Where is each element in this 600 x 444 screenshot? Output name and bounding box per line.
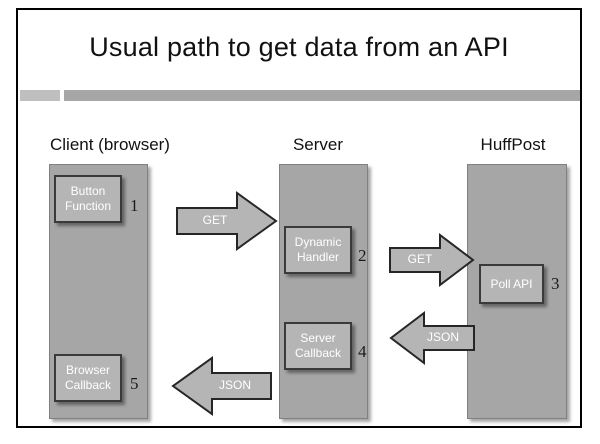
- node-button-function-line2: Function: [64, 199, 112, 213]
- arrow-get-client-to-server-label: GET: [202, 213, 228, 227]
- node-browser-callback-line1: Browser: [65, 363, 110, 377]
- title-rule-left-segment: [20, 90, 60, 101]
- step-number-1: 1: [130, 196, 139, 215]
- lane-label-huffpost: HuffPost: [480, 135, 546, 154]
- node-server-callback-line2: Callback: [294, 346, 342, 360]
- node-button-function[interactable]: Button Function: [54, 175, 122, 223]
- step-number-3: 3: [551, 274, 560, 293]
- slide-frame: Usual path to get data from an API Clien…: [16, 8, 582, 428]
- slide-title: Usual path to get data from an API: [89, 32, 509, 62]
- step-number-4: 4: [358, 342, 367, 361]
- arrow-json-huffpost-to-server: JSON: [388, 310, 476, 366]
- lane-label-client: Client (browser): [50, 135, 170, 154]
- arrow-get-server-to-huffpost: GET: [388, 232, 476, 288]
- arrow-json-server-to-client: JSON: [170, 355, 274, 417]
- lane-column-server: [279, 164, 368, 419]
- node-server-callback[interactable]: Server Callback: [284, 322, 352, 370]
- node-server-callback-line1: Server: [300, 331, 336, 345]
- arrow-json-server-to-client-label: JSON: [218, 378, 251, 392]
- node-browser-callback-line2: Callback: [64, 378, 112, 392]
- node-poll-api-line1: Poll API: [490, 276, 533, 291]
- arrow-json-huffpost-to-server-label: JSON: [426, 330, 459, 344]
- step-number-2: 2: [358, 246, 367, 265]
- arrow-get-client-to-server: GET: [175, 190, 279, 252]
- node-dynamic-handler-line2: Handler: [296, 250, 340, 264]
- node-dynamic-handler-line1: Dynamic: [294, 235, 342, 249]
- step-number-5: 5: [130, 374, 139, 393]
- node-dynamic-handler[interactable]: Dynamic Handler: [284, 226, 352, 274]
- node-browser-callback[interactable]: Browser Callback: [54, 354, 122, 402]
- node-poll-api[interactable]: Poll API: [479, 264, 544, 304]
- node-button-function-line1: Button: [70, 184, 106, 198]
- arrow-get-server-to-huffpost-label: GET: [407, 252, 433, 266]
- title-rule-right-segment: [64, 90, 580, 101]
- lane-label-server: Server: [292, 135, 344, 154]
